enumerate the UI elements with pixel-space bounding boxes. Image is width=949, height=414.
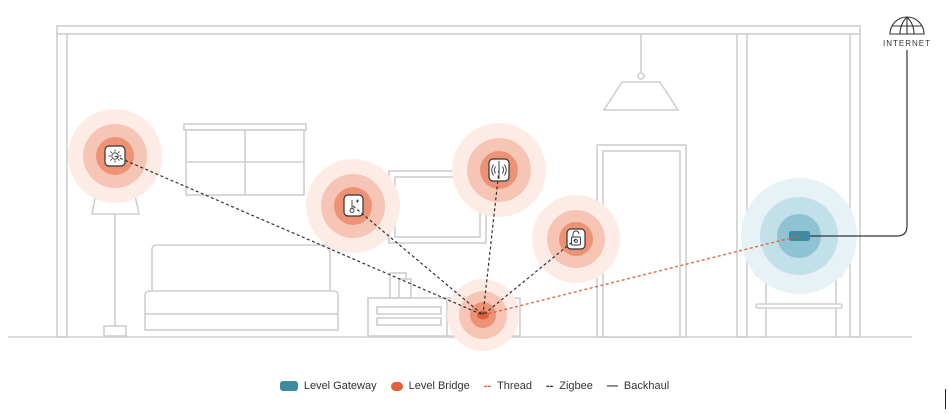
gateway-swatch [279,381,298,391]
zigbee-link-lock [482,238,577,316]
window [183,123,307,196]
sofa [144,244,339,331]
thread-dash-icon: -- [483,380,492,392]
backhaul-link [810,50,908,237]
thermostat-icon [349,199,359,213]
legend-zigbee-label: Zigbee [559,380,593,392]
thread-link [482,235,800,316]
zigbee-link-contact [482,169,500,316]
legend-gateway-label: Level Gateway [303,380,377,392]
legend-bridge-label: Level Bridge [408,380,470,392]
backhaul-line-icon: — [606,380,618,392]
legend-thread: -- Thread [484,380,532,392]
legend-thread-label: Thread [497,380,532,392]
zigbee-links [114,155,577,316]
bridge-swatch [390,381,403,391]
house-structure [8,25,912,338]
zigbee-link-thermostat [352,205,484,316]
legend-gateway: Level Gateway [279,380,377,392]
pendant-light [602,34,680,111]
legend: Level Gateway Level Bridge -- Thread -- … [0,380,949,392]
legend-backhaul-label: Backhaul [623,380,670,392]
text-cursor [945,389,946,409]
zigbee-dash-icon: -- [545,380,554,392]
zigbee-link-light [114,155,484,316]
legend-bridge: Level Bridge [390,380,470,392]
legend-backhaul: — Backhaul [607,380,669,392]
globe-icon [889,16,925,35]
internet-label: INTERNET [883,39,931,48]
light-sensor-icon [108,149,122,163]
legend-zigbee: -- Zigbee [546,380,593,392]
